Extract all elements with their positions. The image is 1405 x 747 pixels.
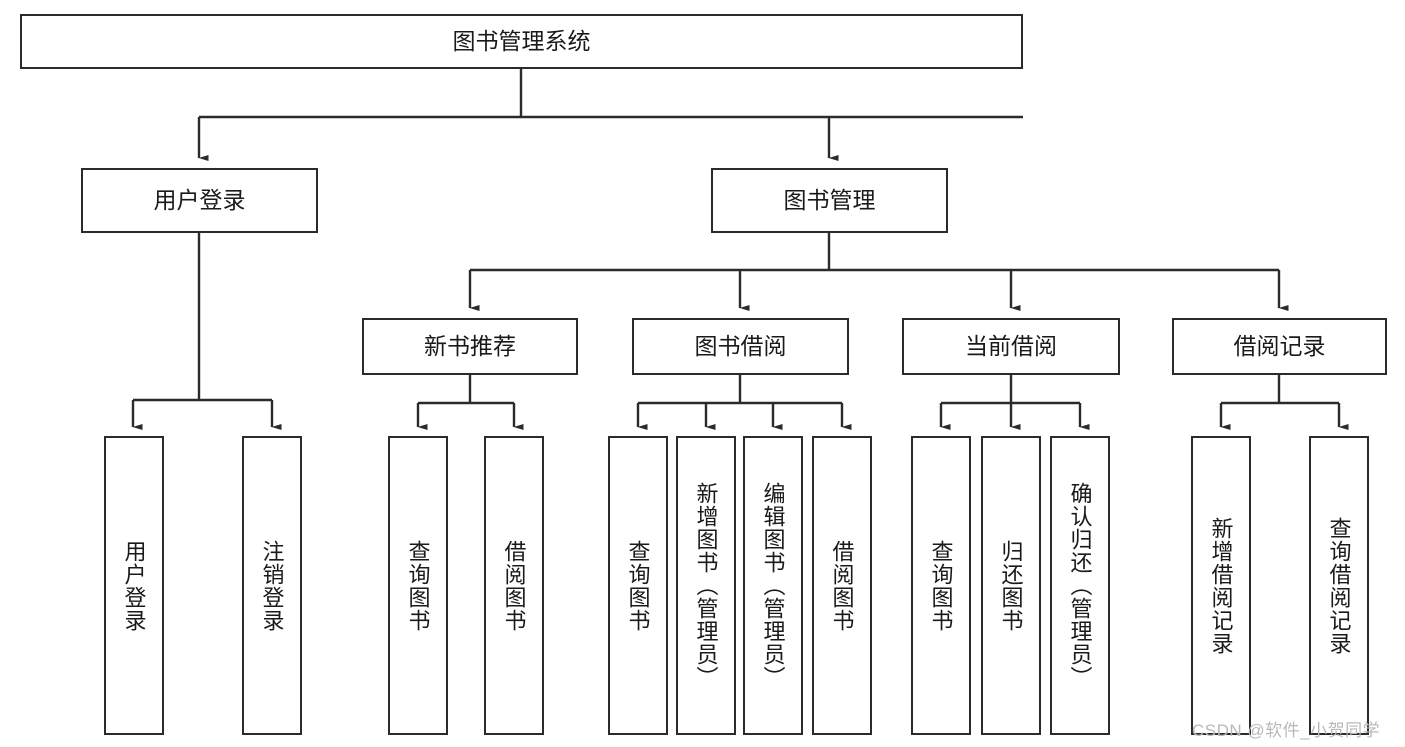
node-book-management[interactable]: 图书管理 [711,168,948,233]
node-label: 用户登录 [153,186,246,213]
node-root-book-management-system[interactable]: 图书管理系统 [20,14,1023,69]
node-label: 编辑图书（管理员） [760,482,786,689]
node-label: 查询图书 [625,539,651,632]
node-label: 查询图书 [928,539,954,632]
node-leaf-logout-login[interactable]: 注销登录 [242,436,302,735]
edges-bookmgmt-to-level3 [468,233,1289,311]
edges-borrowrecord-to-leaves [1219,375,1349,430]
node-label: 借阅图书 [829,539,855,632]
node-label: 新书推荐 [424,332,516,359]
node-label: 新增借阅记录 [1208,516,1234,655]
node-leaf-user-login[interactable]: 用户登录 [104,436,164,735]
node-label: 图书管理系统 [452,27,591,54]
edges-userlogin-to-leaves [131,233,282,430]
node-user-login[interactable]: 用户登录 [81,168,318,233]
node-label: 确认归还（管理员） [1067,482,1093,689]
node-leaf-query-book-current[interactable]: 查询图书 [911,436,971,735]
node-leaf-edit-book-admin[interactable]: 编辑图书（管理员） [743,436,803,735]
node-current-borrow[interactable]: 当前借阅 [902,318,1120,375]
node-leaf-query-book-recommend[interactable]: 查询图书 [388,436,448,735]
node-leaf-return-book[interactable]: 归还图书 [981,436,1041,735]
node-label: 新增图书（管理员） [693,482,719,689]
node-label: 查询图书 [405,539,431,632]
node-book-borrow[interactable]: 图书借阅 [632,318,849,375]
node-leaf-add-book-admin[interactable]: 新增图书（管理员） [676,436,736,735]
edges-newbook-to-leaves [416,375,524,430]
edges-currentborrow-to-leaves [939,375,1090,430]
node-leaf-add-borrow-record[interactable]: 新增借阅记录 [1191,436,1251,735]
node-label: 用户登录 [121,539,147,632]
edges-bookborrow-to-leaves [636,375,852,430]
node-leaf-confirm-return-admin[interactable]: 确认归还（管理员） [1050,436,1110,735]
node-borrow-record[interactable]: 借阅记录 [1172,318,1387,375]
node-label: 图书管理 [783,186,876,213]
node-label: 归还图书 [998,539,1024,632]
node-leaf-query-book-borrow[interactable]: 查询图书 [608,436,668,735]
node-label: 图书借阅 [694,332,787,359]
node-leaf-query-borrow-record[interactable]: 查询借阅记录 [1309,436,1369,735]
node-leaf-borrow-book-borrow[interactable]: 借阅图书 [812,436,872,735]
node-label: 借阅图书 [501,539,527,632]
node-label: 当前借阅 [965,332,1057,359]
node-label: 注销登录 [259,539,285,632]
node-new-book-recommend[interactable]: 新书推荐 [362,318,578,375]
node-leaf-borrow-book-recommend[interactable]: 借阅图书 [484,436,544,735]
edges-root-to-level2 [197,69,1023,161]
node-label: 查询借阅记录 [1326,516,1352,655]
node-label: 借阅记录 [1233,332,1326,359]
